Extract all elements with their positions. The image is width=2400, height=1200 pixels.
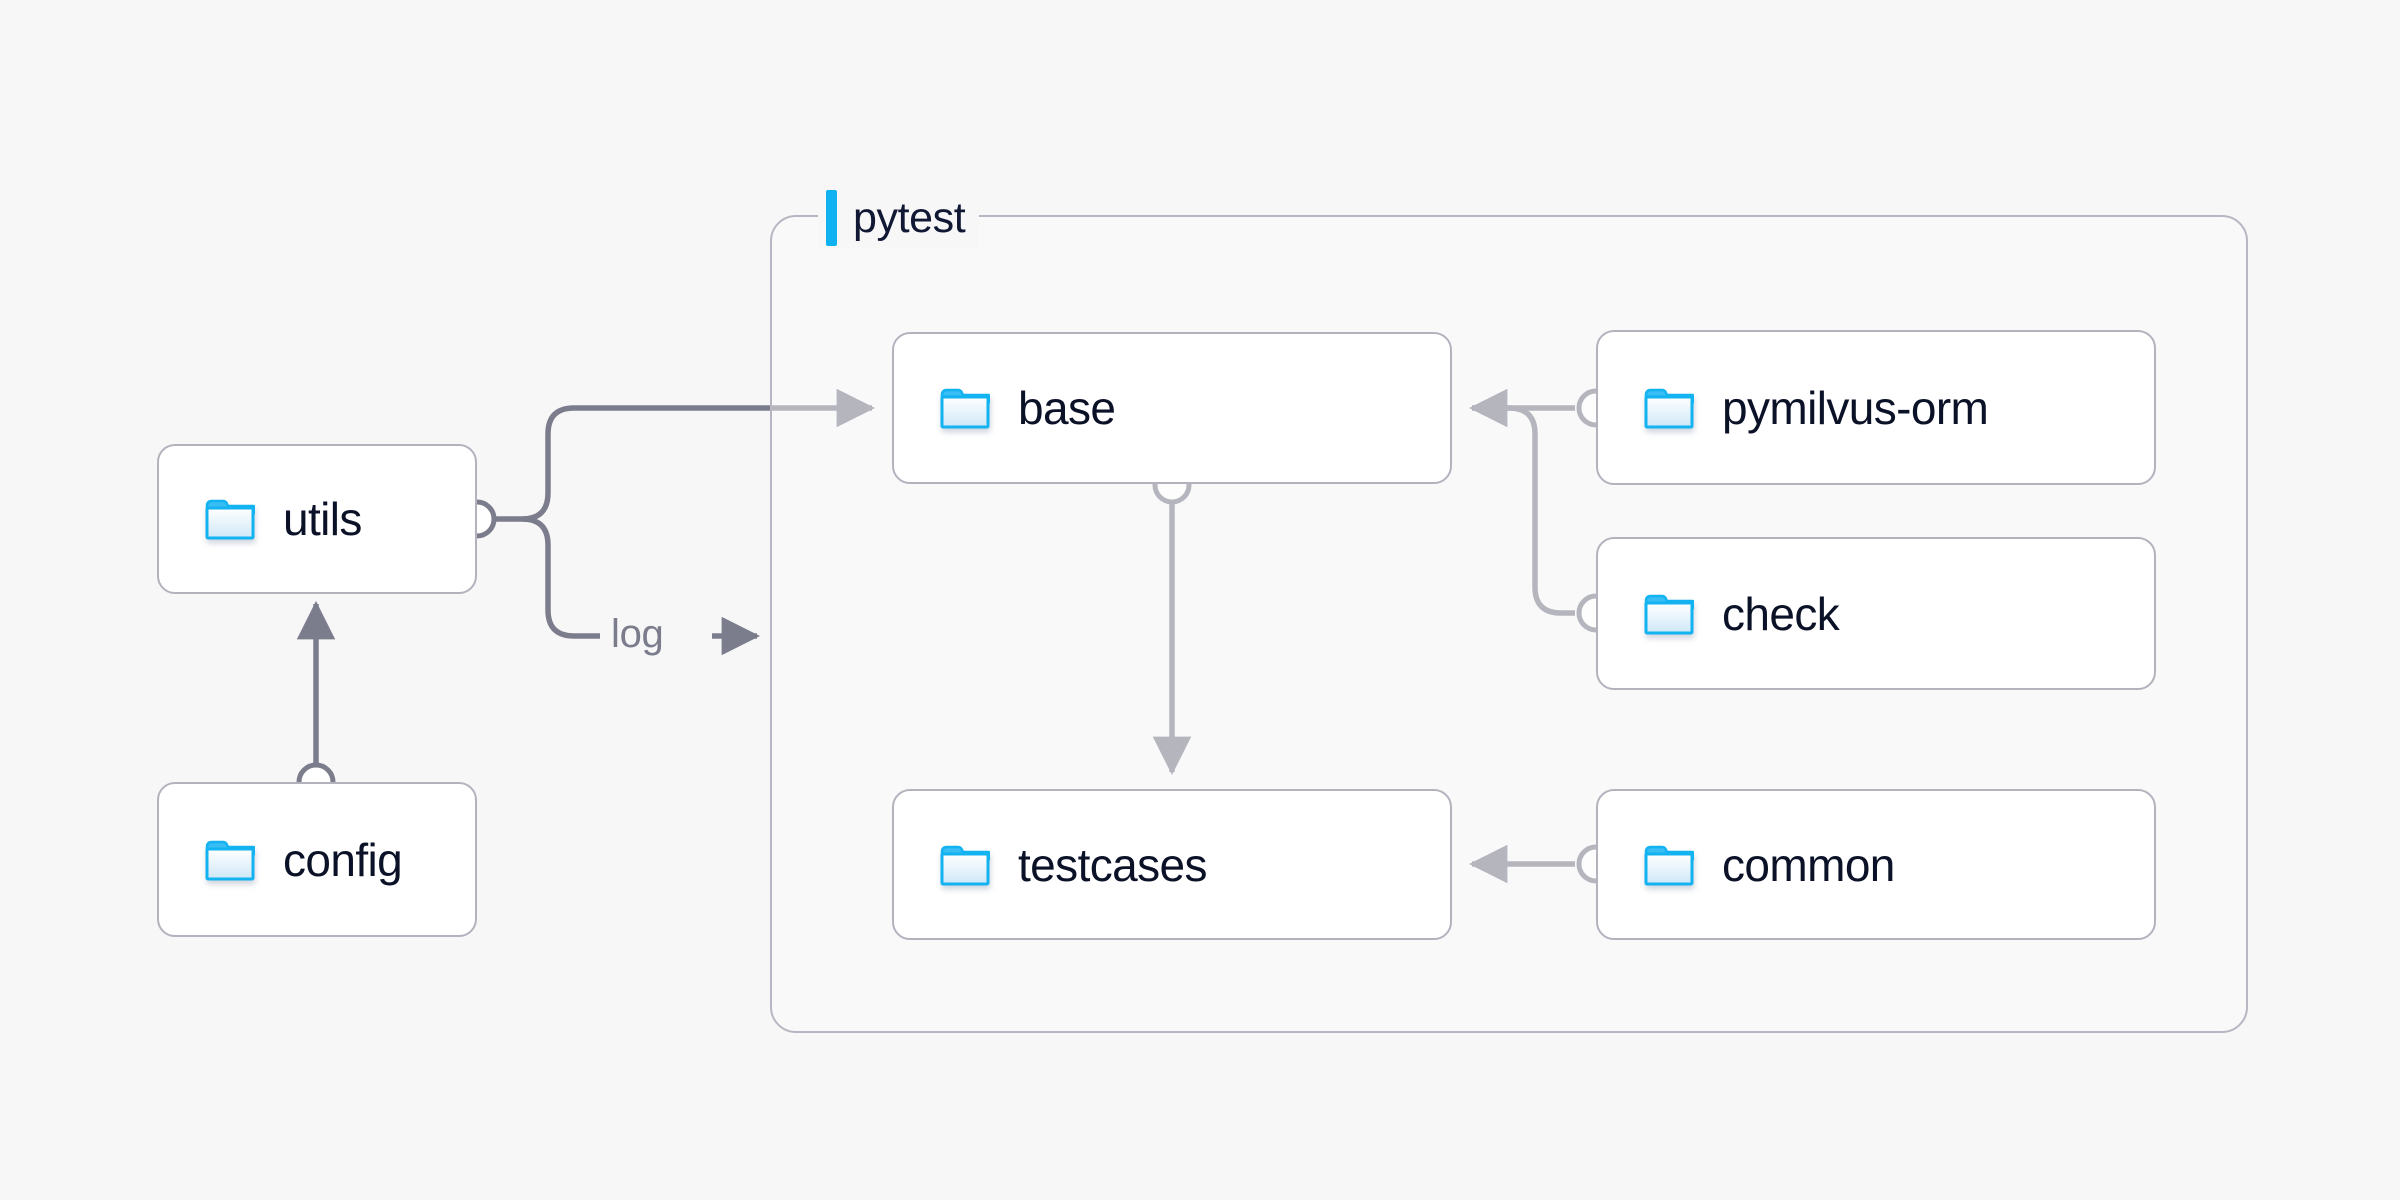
node-label: pymilvus-orm — [1722, 381, 1989, 434]
edge-utils-to-pytest-log — [521, 516, 600, 639]
node-label: testcases — [1018, 838, 1208, 891]
node-config[interactable]: config — [157, 782, 477, 937]
node-label: check — [1722, 587, 1840, 640]
node-label: config — [283, 833, 403, 886]
node-label: base — [1018, 382, 1116, 434]
node-utils[interactable]: utils — [157, 444, 477, 594]
group-accent-bar — [826, 190, 837, 246]
node-check[interactable]: check — [1596, 537, 2156, 690]
folder-icon — [1644, 844, 1696, 886]
folder-icon — [940, 387, 992, 429]
folder-icon — [205, 839, 257, 881]
node-common[interactable]: common — [1596, 789, 2156, 940]
folder-icon — [205, 498, 257, 540]
node-pymilvus-orm[interactable]: pymilvus-orm — [1596, 330, 2156, 485]
node-label: utils — [283, 493, 362, 545]
node-base[interactable]: base — [892, 332, 1452, 484]
node-label: common — [1722, 838, 1895, 891]
folder-icon — [940, 844, 992, 886]
folder-icon — [1644, 387, 1696, 429]
group-label-text: pytest — [853, 193, 966, 242]
group-pytest-label: pytest — [818, 188, 980, 248]
folder-icon — [1644, 593, 1696, 635]
node-testcases[interactable]: testcases — [892, 789, 1452, 940]
edge-label-log: log — [603, 614, 672, 654]
